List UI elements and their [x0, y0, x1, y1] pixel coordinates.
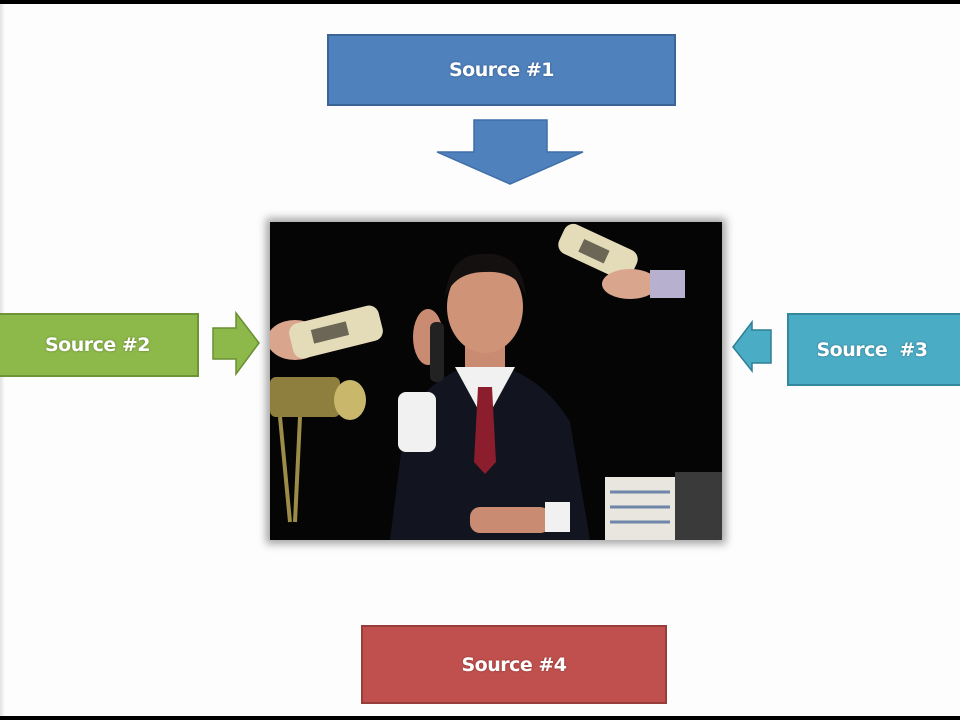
source-3-box: Source #3: [787, 313, 960, 386]
source-4-box: Source #4: [361, 625, 667, 704]
source-2-box: Source #2: [0, 313, 199, 377]
source-1-box: Source #1: [327, 34, 676, 106]
source-1-label: Source #1: [448, 59, 555, 81]
arrow-down-icon: [436, 119, 584, 185]
source-3-label: Source #3: [816, 338, 928, 361]
businessman-with-phones-image: [270, 222, 722, 540]
arrow-left-icon: [732, 320, 772, 374]
source-2-label: Source #2: [44, 334, 151, 356]
source-4-label: Source #4: [461, 653, 567, 676]
center-photo: [270, 222, 722, 540]
arrow-right-icon: [212, 310, 260, 377]
slide-canvas: Source #1 Source #2 Source #3: [0, 4, 960, 716]
